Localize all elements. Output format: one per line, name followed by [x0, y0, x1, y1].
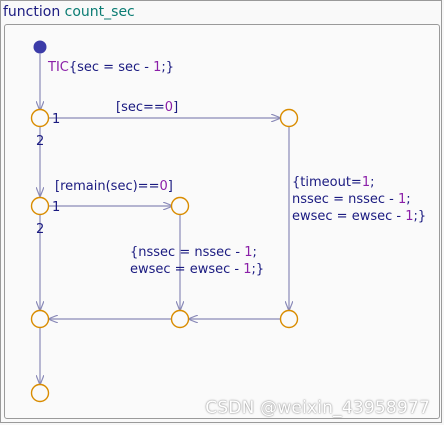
junction-8[interactable]	[30, 383, 50, 403]
inner-l2a: ewsec = ewsec -	[130, 262, 243, 277]
timeout-l1b: ;	[370, 175, 374, 190]
junction-1[interactable]	[30, 108, 50, 128]
junction-6[interactable]	[170, 309, 190, 329]
timeout-l2b: ;	[406, 192, 410, 207]
timeout-action-line1: {timeout=1;	[292, 175, 375, 190]
condition-sec-zero: [sec==0]	[116, 100, 178, 115]
timeout-l2a: nssec = nssec -	[292, 192, 398, 207]
timeout-l3b: ;}	[414, 209, 427, 224]
cond-remain-num: 0	[159, 179, 167, 194]
watermark: CSDN @weixin_43958977	[205, 398, 430, 418]
junction-3[interactable]	[30, 196, 50, 216]
inner-l2b: ;}	[252, 262, 265, 277]
entry-action-prefix: TIC	[47, 60, 69, 75]
inner-action-line2: ewsec = ewsec - 1;}	[130, 262, 264, 277]
chart-canvas	[4, 24, 440, 419]
cond-sec-num: 0	[165, 100, 173, 115]
default-transition-dot[interactable]	[33, 40, 47, 54]
priority-label-1b: 1	[52, 200, 60, 215]
entry-action-label: TIC{sec = sec - 1;}	[47, 60, 174, 75]
cond-sec-b: ]	[173, 100, 178, 115]
function-keyword: function	[3, 4, 61, 20]
cond-remain-b: ]	[168, 179, 173, 194]
condition-remain: [remain(sec)==0]	[55, 179, 173, 194]
timeout-l3n: 1	[405, 209, 413, 224]
timeout-action-line3: ewsec = ewsec - 1;}	[292, 209, 426, 224]
priority-label-2a: 2	[36, 134, 44, 149]
timeout-l3a: ewsec = ewsec -	[292, 209, 405, 224]
junction-2[interactable]	[279, 108, 299, 128]
cond-sec-a: [sec==	[116, 100, 165, 115]
inner-action-line1: {nssec = nssec - 1;	[130, 245, 257, 260]
inner-l1n: 1	[244, 245, 252, 260]
junction-7[interactable]	[279, 309, 299, 329]
junction-5[interactable]	[30, 309, 50, 329]
entry-action-end: ;}	[161, 60, 174, 75]
cond-remain-a: [remain(sec)==	[55, 179, 159, 194]
entry-action-num: 1	[153, 60, 161, 75]
inner-l1b: ;	[253, 245, 257, 260]
inner-l1a: {nssec = nssec -	[130, 245, 244, 260]
timeout-action-line2: nssec = nssec - 1;	[292, 192, 411, 207]
timeout-l2n: 1	[398, 192, 406, 207]
timeout-l1a: {timeout=	[292, 175, 362, 190]
junction-4[interactable]	[170, 196, 190, 216]
entry-action-body: {sec = sec -	[69, 60, 153, 75]
function-title: function count_sec	[3, 3, 135, 21]
priority-label-1a: 1	[52, 112, 60, 127]
priority-label-2b: 2	[36, 222, 44, 237]
inner-l2n: 1	[243, 262, 251, 277]
timeout-l1n: 1	[362, 175, 370, 190]
function-name: count_sec	[64, 4, 135, 20]
